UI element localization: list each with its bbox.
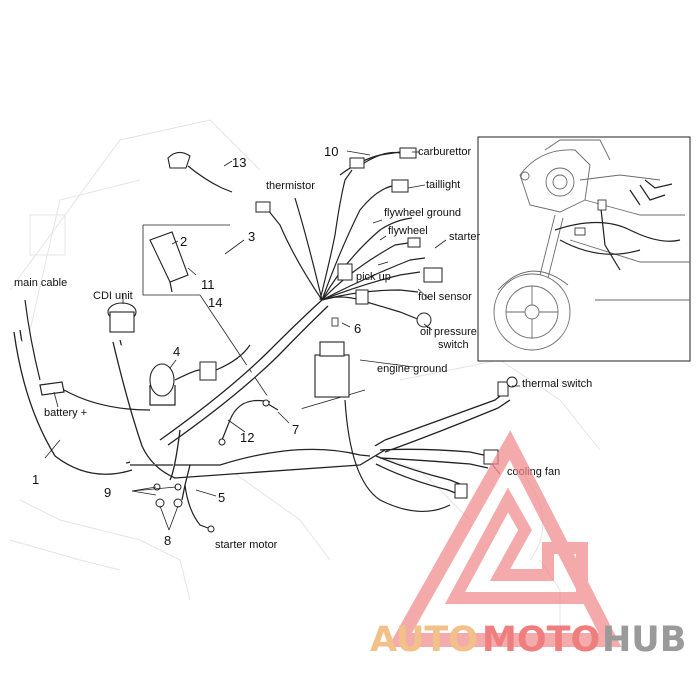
harness-branches [267,149,426,321]
label-oil-pressure-switch: switch [438,339,469,351]
label-oil-pressure: oil pressure [420,326,477,338]
label-fuel-sensor: fuel sensor [418,291,472,303]
watermark-triangle-logo [388,430,622,647]
label-pick-up: pick up [356,271,391,283]
callout-3: 3 [248,229,255,244]
label-thermistor: thermistor [266,180,315,192]
ignition-group-frame [142,224,366,416]
label-flywheel-ground: flywheel ground [384,207,461,219]
label-starter-motor: starter motor [215,539,278,551]
components [24,147,518,533]
callout-9: 9 [104,485,111,500]
automotohub-watermark: AUTO MOTO HUB [370,430,686,660]
callout-5: 5 [218,490,225,505]
watermark-text-auto: AUTO [370,620,478,660]
main-loom [13,299,511,501]
callout-14: 14 [208,295,222,310]
label-starter: starter [449,231,481,243]
label-carburettor: carburettor [418,146,472,158]
callout-4: 4 [173,344,180,359]
label-battery: battery + [44,407,87,419]
callout-numbers: 1 2 3 4 5 6 7 8 9 10 11 12 13 14 [32,144,361,548]
callout-7: 7 [292,422,299,437]
callout-6: 6 [354,321,361,336]
watermark-text-moto: MOTO [482,620,600,660]
label-thermal-switch: thermal switch [522,378,592,390]
inset-scooter-view [477,136,691,362]
leader-lines [44,150,520,531]
component-labels: main cable CDI unit battery + thermistor… [14,146,592,551]
callout-10: 10 [324,144,338,159]
callout-12: 12 [240,430,254,445]
callout-8: 8 [164,533,171,548]
label-main-cable: main cable [14,277,67,289]
label-flywheel: flywheel [388,225,428,237]
callout-13: 13 [232,155,246,170]
label-taillight: taillight [426,179,460,191]
watermark-text-hub: HUB [602,620,686,660]
callout-11: 11 [201,277,215,292]
label-engine-ground: engine ground [377,363,447,375]
callout-1: 1 [32,472,39,487]
label-cdi-unit: CDI unit [93,290,133,302]
callout-2: 2 [180,234,187,249]
